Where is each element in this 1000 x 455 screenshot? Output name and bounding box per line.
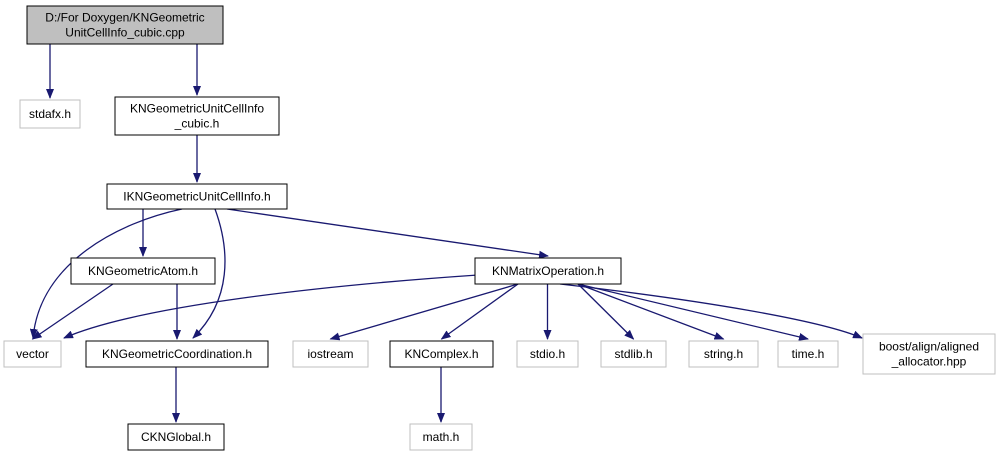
edge-matrix-complex [440, 283, 519, 340]
node-box-coord [85, 340, 269, 368]
edge-ikngu-matrix [226, 208, 549, 259]
node-box-stdafx [19, 99, 81, 129]
node-box-iostream [292, 340, 369, 368]
node-label-complex: KNComplex.h [404, 347, 478, 361]
node-vector: vector [3, 340, 62, 368]
node-label-boost: _allocator.hpp [891, 355, 967, 369]
node-iostream: iostream [292, 340, 369, 368]
edge-ikngu-coord [192, 208, 226, 339]
node-box-time [777, 340, 839, 368]
node-box-ikngu [106, 183, 288, 210]
node-label-matrix: KNMatrixOperation.h [492, 264, 604, 278]
node-box-atom [70, 257, 216, 285]
node-label-global: CKNGlobal.h [141, 430, 211, 444]
edge-matrix-boost [559, 283, 863, 339]
edge-matrix-string [577, 283, 725, 340]
node-boost: boost/align/aligned_allocator.hpp [862, 333, 996, 375]
node-stdafx: stdafx.h [19, 99, 81, 129]
nodes-layer: D:/For Doxygen/KNGeometricUnitCellInfo_c… [3, 5, 996, 451]
node-box-kngucic [114, 96, 280, 136]
node-label-iostream: iostream [307, 347, 353, 361]
node-ikngu[interactable]: IKNGeometricUnitCellInfo.h [106, 183, 288, 210]
node-string: string.h [688, 340, 759, 368]
node-box-global [127, 423, 225, 451]
node-box-stdlib [600, 340, 667, 368]
node-label-ikngu: IKNGeometricUnitCellInfo.h [123, 190, 270, 204]
node-box-string [688, 340, 759, 368]
node-label-boost: boost/align/aligned [879, 340, 979, 354]
node-root[interactable]: D:/For Doxygen/KNGeometricUnitCellInfo_c… [26, 5, 224, 45]
node-label-math: math.h [423, 430, 460, 444]
node-label-time: time.h [792, 347, 825, 361]
node-math: math.h [409, 423, 473, 451]
edge-matrix-iostream [329, 283, 519, 341]
edge-matrix-stdlib [577, 283, 635, 340]
node-label-stdafx: stdafx.h [29, 107, 71, 121]
node-box-boost [862, 333, 996, 375]
node-label-root: D:/For Doxygen/KNGeometric [45, 11, 204, 25]
edge-atom-vector [31, 283, 114, 340]
node-time: time.h [777, 340, 839, 368]
edge-matrix-vector [63, 274, 479, 339]
node-label-atom: KNGeometricAtom.h [88, 264, 198, 278]
node-label-coord: KNGeometricCoordination.h [102, 347, 252, 361]
node-box-complex [389, 340, 494, 368]
edge-matrix-time [577, 283, 809, 341]
node-stdlib: stdlib.h [600, 340, 667, 368]
node-label-vector: vector [16, 347, 49, 361]
node-label-string: string.h [704, 347, 743, 361]
node-label-kngucic: KNGeometricUnitCellInfo [130, 102, 264, 116]
node-box-matrix [474, 257, 622, 285]
node-box-math [409, 423, 473, 451]
node-label-stdio: stdio.h [530, 347, 565, 361]
node-label-root: UnitCellInfo_cubic.cpp [65, 26, 185, 40]
node-label-kngucic: _cubic.h [174, 117, 220, 131]
edges-layer [29, 44, 863, 423]
node-box-root [26, 5, 224, 45]
node-coord[interactable]: KNGeometricCoordination.h [85, 340, 269, 368]
edge-ikngu-vector [29, 208, 183, 339]
node-complex[interactable]: KNComplex.h [389, 340, 494, 368]
node-stdio: stdio.h [516, 340, 579, 368]
node-box-stdio [516, 340, 579, 368]
node-global[interactable]: CKNGlobal.h [127, 423, 225, 451]
node-atom[interactable]: KNGeometricAtom.h [70, 257, 216, 285]
node-label-stdlib: stdlib.h [614, 347, 652, 361]
node-matrix[interactable]: KNMatrixOperation.h [474, 257, 622, 285]
node-kngucic[interactable]: KNGeometricUnitCellInfo_cubic.h [114, 96, 280, 136]
node-box-vector [3, 340, 62, 368]
